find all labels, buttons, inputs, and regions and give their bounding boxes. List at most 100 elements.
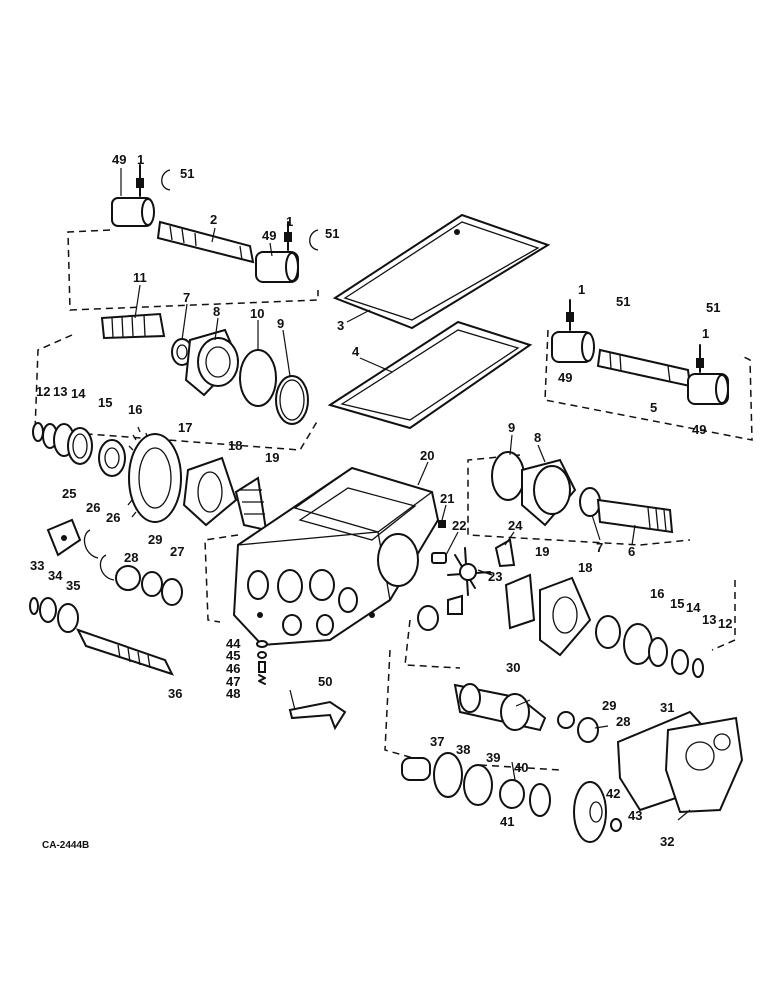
upper-shaft-assembly	[111, 164, 319, 283]
callout-41: 41	[500, 814, 514, 829]
snap-ring-51-b	[309, 229, 319, 251]
callout-1: 1	[286, 214, 293, 229]
callout-30: 30	[506, 660, 520, 675]
callout-31: 31	[660, 700, 674, 715]
callout-14: 14	[71, 386, 86, 401]
bearing-35	[57, 603, 79, 633]
callout-13: 13	[53, 384, 67, 399]
bevel-gear-19-left	[234, 476, 268, 532]
frame-left-lower-group	[204, 534, 239, 623]
diff-case-18-left	[182, 456, 238, 527]
right-differential-bearings	[491, 451, 704, 678]
callout-51: 51	[180, 166, 194, 181]
callout-labels: 49 1 51 2 49 1 51 3 4 11 7 8 10 9 12 13 …	[30, 152, 732, 851]
callout-9: 9	[508, 420, 515, 435]
oring-27	[161, 578, 183, 606]
callout-49: 49	[558, 370, 572, 385]
snap-ring-51-a	[161, 169, 171, 191]
callout-26: 26	[86, 500, 100, 515]
ring-12-left	[32, 422, 44, 442]
pinion-24	[494, 538, 516, 568]
callout-44: 44	[226, 636, 241, 651]
callout-14: 14	[686, 600, 701, 615]
callout-11: 11	[133, 270, 147, 285]
callout-12: 12	[36, 384, 50, 399]
callout-35: 35	[66, 578, 80, 593]
callout-49: 49	[692, 422, 706, 437]
washer-45	[257, 651, 267, 659]
callout-51: 51	[706, 300, 720, 315]
callout-4: 4	[352, 344, 360, 359]
ring-gear-17	[128, 433, 182, 523]
callout-9: 9	[277, 316, 284, 331]
washer-34	[39, 597, 57, 623]
pin-46	[258, 661, 266, 673]
shaft-2	[156, 220, 255, 264]
callout-32: 32	[660, 834, 674, 849]
snap-ring-26-b	[99, 554, 115, 581]
nut-43	[610, 818, 622, 832]
callout-19: 19	[535, 544, 549, 559]
cover-plate-3	[332, 213, 551, 330]
callout-7: 7	[183, 290, 190, 305]
callout-37: 37	[430, 734, 444, 749]
cup-15-left	[67, 427, 93, 465]
callout-10: 10	[250, 306, 264, 321]
callout-26: 26	[106, 510, 120, 525]
callout-49: 49	[112, 152, 126, 167]
callout-51: 51	[616, 294, 630, 309]
callout-8: 8	[213, 304, 220, 319]
diff-case-18-right	[539, 576, 592, 657]
callout-48: 48	[226, 686, 240, 701]
callout-16: 16	[650, 586, 664, 601]
callout-43: 43	[628, 808, 642, 823]
group-frames	[34, 229, 753, 771]
leader-lines	[120, 168, 691, 821]
bevel-gear-19-right	[504, 573, 536, 630]
frame-left-bearing-group	[34, 334, 319, 451]
figure-code: CA-2444B	[42, 840, 89, 851]
callout-29: 29	[602, 698, 616, 713]
callout-34: 34	[48, 568, 63, 583]
callout-1: 1	[578, 282, 585, 297]
washer-44	[256, 640, 268, 648]
bearing-16-left	[98, 439, 126, 477]
frame-bottom-gear-group	[384, 649, 561, 771]
pin-21	[438, 520, 446, 528]
right-shaft-assembly	[551, 299, 729, 405]
bottom-gear-train	[401, 752, 622, 843]
shaft-5	[596, 348, 692, 388]
callout-28: 28	[124, 550, 138, 565]
callout-21: 21	[440, 491, 454, 506]
oring-9-right	[491, 451, 525, 501]
callout-7: 7	[596, 540, 603, 555]
callout-22: 22	[452, 518, 466, 533]
bracket-50	[288, 700, 347, 731]
cover-32	[664, 716, 744, 814]
bearing-16-right	[595, 615, 621, 649]
callout-29: 29	[148, 532, 162, 547]
seal-7-right	[579, 487, 601, 517]
ring-12-right	[692, 658, 704, 678]
washer-13-right	[671, 649, 689, 675]
shaft-6	[596, 498, 674, 534]
bearing-28-right	[577, 717, 599, 743]
oring-9	[275, 375, 309, 425]
callout-18: 18	[228, 438, 242, 453]
gear-cover	[616, 710, 744, 814]
frame-lower-right-group	[404, 580, 736, 669]
callout-24: 24	[508, 518, 523, 533]
shaft-36	[76, 628, 174, 676]
frame-right-bearing-group	[467, 454, 691, 546]
callout-38: 38	[456, 742, 470, 757]
callout-15: 15	[670, 596, 684, 611]
callout-1: 1	[137, 152, 144, 167]
cone-14-right	[648, 637, 668, 667]
callout-6: 6	[628, 544, 635, 559]
callout-25: 25	[62, 486, 76, 501]
callout-36: 36	[168, 686, 182, 701]
callout-2: 2	[210, 212, 217, 227]
callout-27: 27	[170, 544, 184, 559]
callout-42: 42	[606, 786, 620, 801]
